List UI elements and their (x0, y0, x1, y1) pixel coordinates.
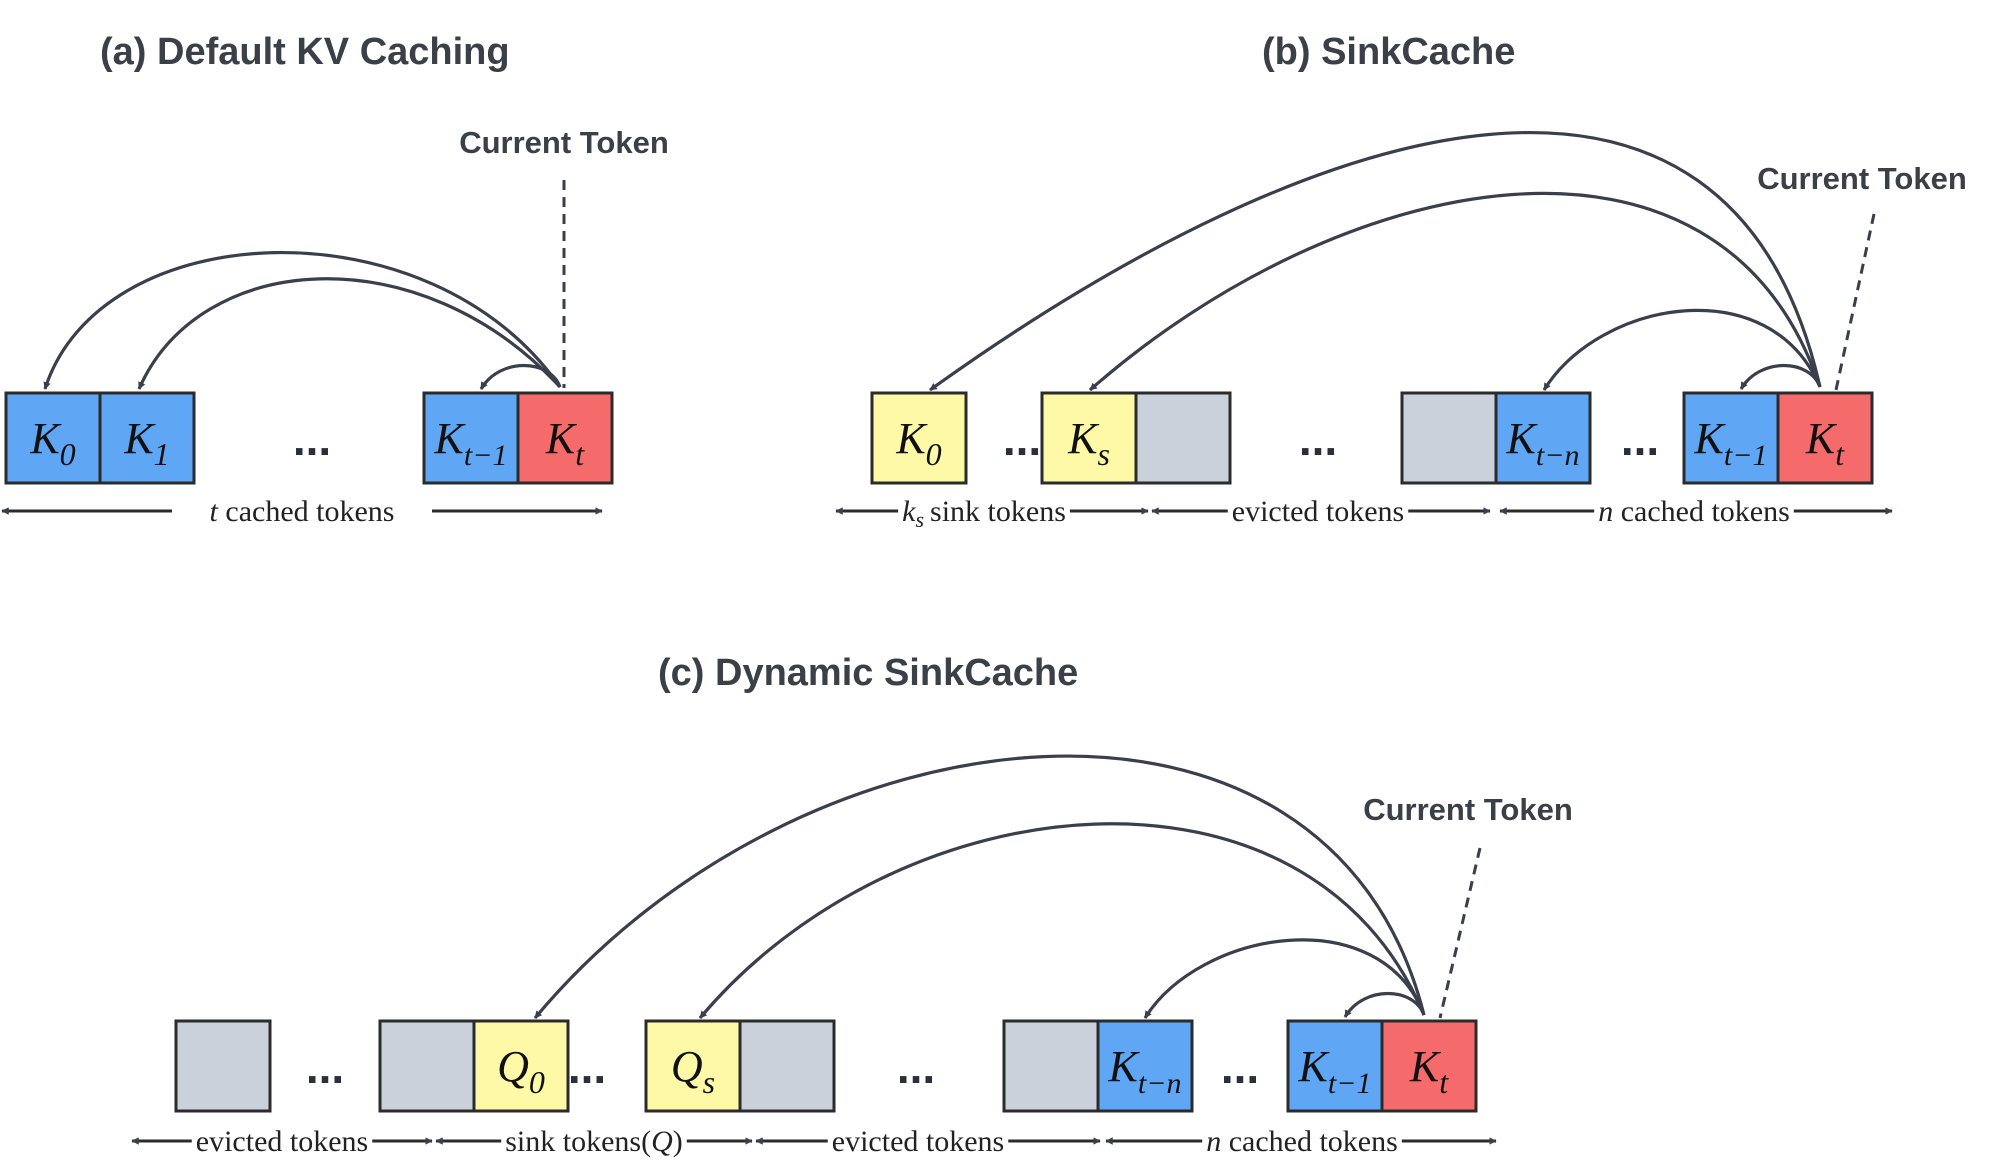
token-label: Kt−n (1506, 414, 1580, 472)
current-token-label: Current Token (1757, 161, 1967, 196)
evicted-token-cell (1134, 391, 1232, 485)
ellipsis: ... (306, 1041, 344, 1093)
current-token-label: Current Token (459, 125, 669, 160)
sink-token-cell (472, 1019, 570, 1113)
token-label: Kt (1409, 1042, 1449, 1100)
token-label: Kt−1 (1298, 1042, 1372, 1100)
cached-token-cell (422, 391, 520, 485)
token-label: Kt−1 (1694, 414, 1768, 472)
token-label: Q0 (497, 1042, 545, 1100)
ellipsis: ... (1221, 1041, 1259, 1093)
attention-arrow (1542, 308, 1822, 391)
attention-arrow (929, 130, 1822, 392)
range-label: ks sink tokens (902, 495, 1066, 532)
evicted-token-cell (174, 1019, 272, 1113)
attention-arrow (1088, 191, 1822, 392)
cached-token-cell (98, 391, 196, 485)
evicted-token-cell (378, 1019, 476, 1113)
token-label: K1 (123, 414, 169, 472)
range-label: evicted tokens (832, 1125, 1004, 1158)
token-label: Kt−1 (434, 414, 508, 472)
attention-arrow (1143, 938, 1426, 1019)
ellipsis: ... (1621, 413, 1659, 465)
attention-arrow (1343, 992, 1426, 1018)
current-token-label: Current Token (1363, 792, 1573, 827)
evicted-token-cell (738, 1019, 836, 1113)
token-label: Kt−n (1108, 1042, 1182, 1100)
sink-token-cell (870, 391, 968, 485)
ellipsis: ... (897, 1041, 935, 1093)
attention-arrow (43, 251, 562, 390)
panel-title: (a) Default KV Caching (100, 31, 510, 73)
cached-token-cell (1286, 1019, 1384, 1113)
token-label: Kt (1805, 414, 1845, 472)
panel-title: (c) Dynamic SinkCache (658, 652, 1078, 694)
evicted-token-cell (1400, 391, 1498, 485)
token-label: Kt (545, 414, 585, 472)
ellipsis: ... (1299, 413, 1337, 465)
range-label: evicted tokens (1232, 495, 1404, 528)
panel-title: (b) SinkCache (1262, 31, 1515, 73)
current-token-pointer (1834, 213, 1876, 391)
evicted-token-cell (1002, 1019, 1100, 1113)
range-label: n cached tokens (1598, 495, 1790, 528)
current-token-pointer (1438, 847, 1482, 1019)
attention-arrow (137, 277, 562, 390)
attention-arrow (1739, 364, 1822, 390)
sink-token-cell (644, 1019, 742, 1113)
current-token-cell (516, 391, 614, 485)
attention-arrow (479, 364, 562, 390)
token-label: K0 (29, 414, 75, 472)
range-label: n cached tokens (1206, 1125, 1398, 1158)
attention-arrow (533, 754, 1426, 1020)
token-label: K0 (895, 414, 941, 472)
range-label: evicted tokens (196, 1125, 368, 1158)
current-token-cell (1776, 391, 1874, 485)
token-label: Qs (671, 1042, 715, 1100)
ellipsis: ... (1003, 413, 1041, 465)
attention-arrow (698, 822, 1426, 1020)
cached-token-cell (1494, 391, 1592, 485)
range-label: sink tokens(Q) (505, 1125, 683, 1158)
ellipsis: ... (293, 413, 331, 465)
cached-token-cell (1096, 1019, 1194, 1113)
cached-token-cell (4, 391, 102, 485)
ellipsis: ... (568, 1041, 606, 1093)
range-label: t cached tokens (210, 495, 395, 528)
token-label: Ks (1067, 414, 1110, 472)
current-token-cell (1380, 1019, 1478, 1113)
